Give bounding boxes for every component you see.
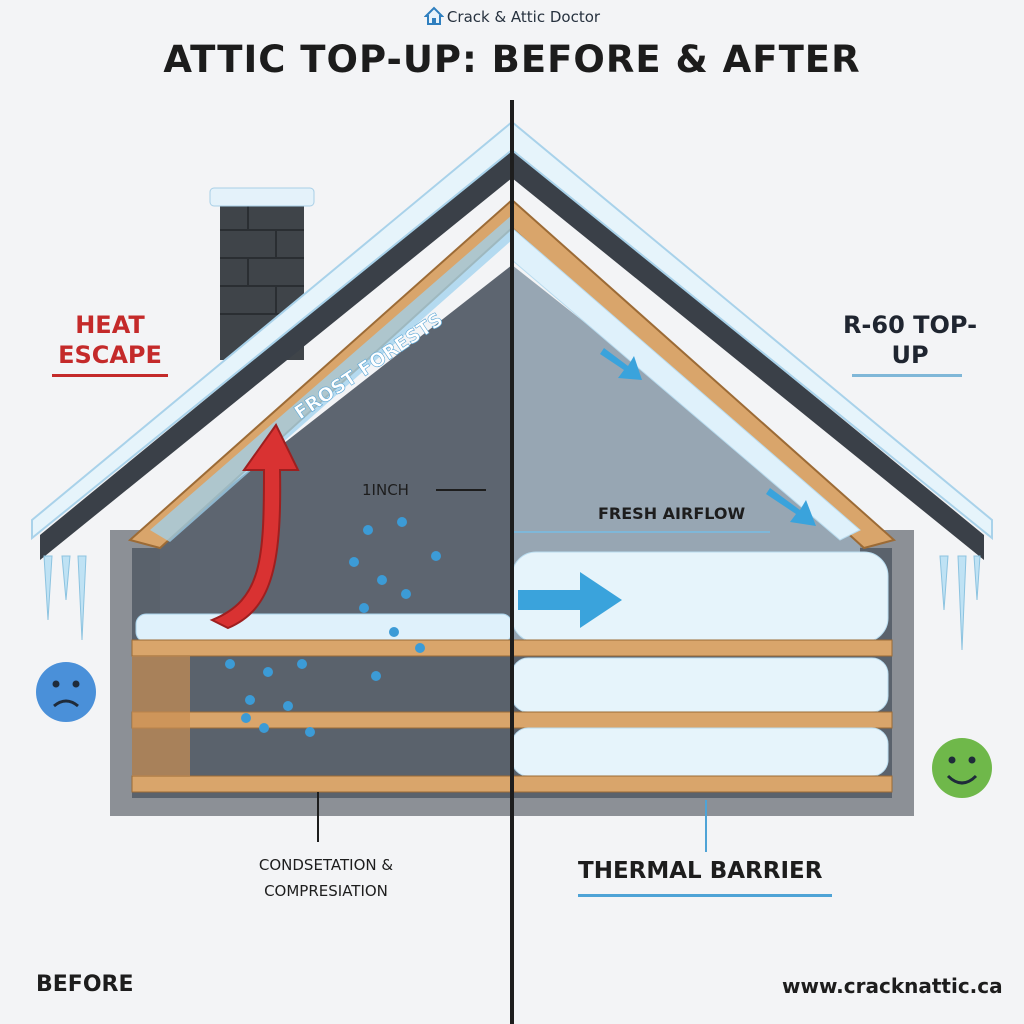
- thermal-barrier-label: THERMAL BARRIER: [578, 858, 823, 884]
- joist-bottom-left: [131, 775, 512, 793]
- airflow-arrow-small-2: [766, 488, 816, 526]
- joist-bottom-right: [512, 775, 893, 793]
- heat-escape-underline: [52, 374, 168, 377]
- happy-face-icon: [932, 738, 992, 798]
- website-link[interactable]: www.cracknattic.ca: [782, 974, 1003, 998]
- joist-top-left: [131, 639, 512, 657]
- sad-face-icon: [36, 662, 96, 722]
- inch-label: 1INCH: [362, 481, 409, 499]
- attic-interior-before: [160, 265, 512, 640]
- brand-name: Crack & Attic Doctor: [446, 8, 601, 26]
- thin-insulation: [135, 613, 512, 643]
- house-icon: [423, 6, 445, 25]
- r60-label: R-60 TOP-UP: [842, 311, 978, 369]
- condensation-label: CONDSETATION & COMPRESIATION: [258, 856, 394, 900]
- icicles: [43, 555, 981, 651]
- frost-band: [150, 215, 512, 542]
- page-title: ATTIC TOP-UP: BEFORE & AFTER: [163, 38, 861, 81]
- before-label: BEFORE: [36, 972, 134, 997]
- thermal-barrier-underline: [578, 894, 832, 897]
- joist-top-right: [512, 639, 893, 657]
- insulation-layer-2: [512, 657, 889, 713]
- heat-arrow-icon: [209, 423, 300, 630]
- insulation-layer-3: [512, 727, 889, 777]
- joist-mid-right: [512, 711, 893, 729]
- airflow-arrow-small-1: [600, 348, 642, 380]
- r60-underline: [852, 374, 962, 377]
- brand: Crack & Attic Doctor: [0, 6, 1024, 26]
- heat-escape-label: HEAT ESCAPE: [58, 311, 162, 369]
- condensation-droplets: [225, 517, 441, 737]
- attic-interior-after: [512, 265, 860, 640]
- chimney: [209, 187, 315, 360]
- airflow-arrow-icon: [518, 572, 622, 628]
- fresh-airflow-label: FRESH AIRFLOW: [598, 504, 746, 523]
